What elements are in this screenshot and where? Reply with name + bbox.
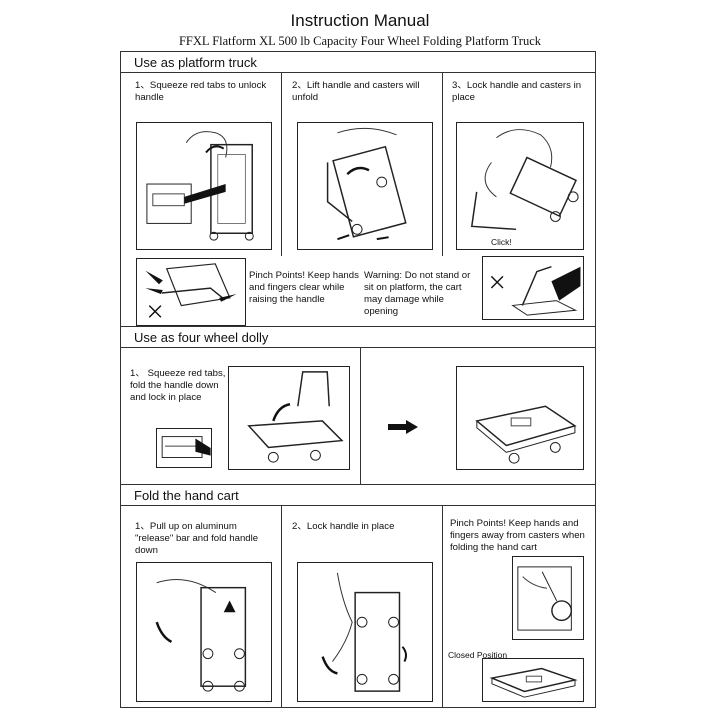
illustration-lock-handle: Click! xyxy=(456,122,584,250)
divider xyxy=(442,73,443,256)
dolly-step-1-text: 1、 Squeeze red tabs, fold the handle dow… xyxy=(130,368,226,403)
page-title: Instruction Manual xyxy=(290,11,430,30)
fold-pinch-note: Pinch Points! Keep hands and fingers awa… xyxy=(450,518,585,553)
section-heading-platform-label: Use as platform truck xyxy=(134,55,257,70)
right-arrow-icon xyxy=(388,420,418,434)
section-heading-dolly: Use as four wheel dolly xyxy=(120,326,596,348)
page-subtitle: FFXL Flatform XL 500 lb Capacity Four Wh… xyxy=(178,34,542,48)
section-divider xyxy=(120,326,596,327)
cross-mark-icon xyxy=(490,275,504,289)
platform-step-1-text: 1、Squeeze red tabs to unlock handle xyxy=(135,80,267,103)
illustration-pull-release-bar xyxy=(136,562,272,702)
divider xyxy=(360,348,361,484)
illustration-warning xyxy=(482,256,584,320)
illustration-lock-handle-fold xyxy=(297,562,433,702)
closed-position-label: Closed Position xyxy=(448,650,508,660)
illustration-closed-position xyxy=(482,658,584,702)
pinch-points-note: Pinch Points! Keep hands and fingers cle… xyxy=(249,270,359,305)
section-heading-dolly-label: Use as four wheel dolly xyxy=(134,330,269,345)
section-heading-platform: Use as platform truck xyxy=(120,51,596,73)
illustration-fold-handle-down xyxy=(228,366,350,470)
platform-step-2-text: 2、Lift handle and casters will unfold xyxy=(292,80,420,103)
illustration-unlock-handle xyxy=(136,122,272,250)
fold-step-2-text: 2、Lock handle in place xyxy=(292,521,395,532)
illustration-pinch-points xyxy=(136,258,246,326)
click-label: Click! xyxy=(491,237,512,247)
fold-step-1-text: 1、Pull up on aluminum "release" bar and … xyxy=(135,521,259,556)
divider xyxy=(281,73,282,256)
illustration-dolly-mode xyxy=(456,366,584,470)
section-heading-fold: Fold the hand cart xyxy=(120,484,596,506)
divider xyxy=(442,506,443,708)
manual-frame xyxy=(120,51,596,708)
illustration-casters-pinch xyxy=(512,556,584,640)
section-heading-fold-label: Fold the hand cart xyxy=(134,488,239,503)
illustration-lift-handle xyxy=(297,122,433,250)
section-divider xyxy=(120,484,596,485)
warning-note: Warning: Do not stand or sit on platform… xyxy=(364,270,471,317)
cross-mark-icon xyxy=(148,305,162,318)
platform-step-3-text: 3、Lock handle and casters in place xyxy=(452,80,582,103)
illustration-red-tabs-detail xyxy=(156,428,212,468)
divider xyxy=(281,506,282,708)
